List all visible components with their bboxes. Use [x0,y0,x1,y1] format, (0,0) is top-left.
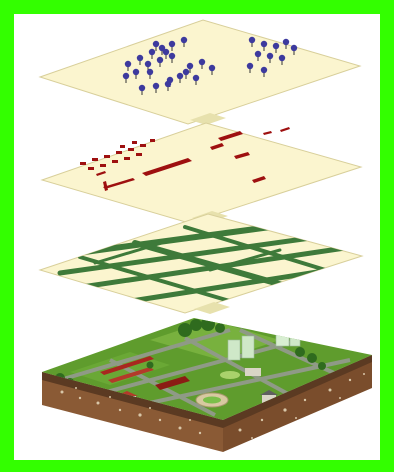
building-icon [263,131,272,135]
layer-terrain [42,317,372,452]
building-icon [280,127,290,132]
layer-lines [40,214,362,314]
layer-points [40,20,360,125]
polygons-sheet [42,123,361,223]
layer-polygons [42,123,361,223]
points-sheet [40,20,360,124]
